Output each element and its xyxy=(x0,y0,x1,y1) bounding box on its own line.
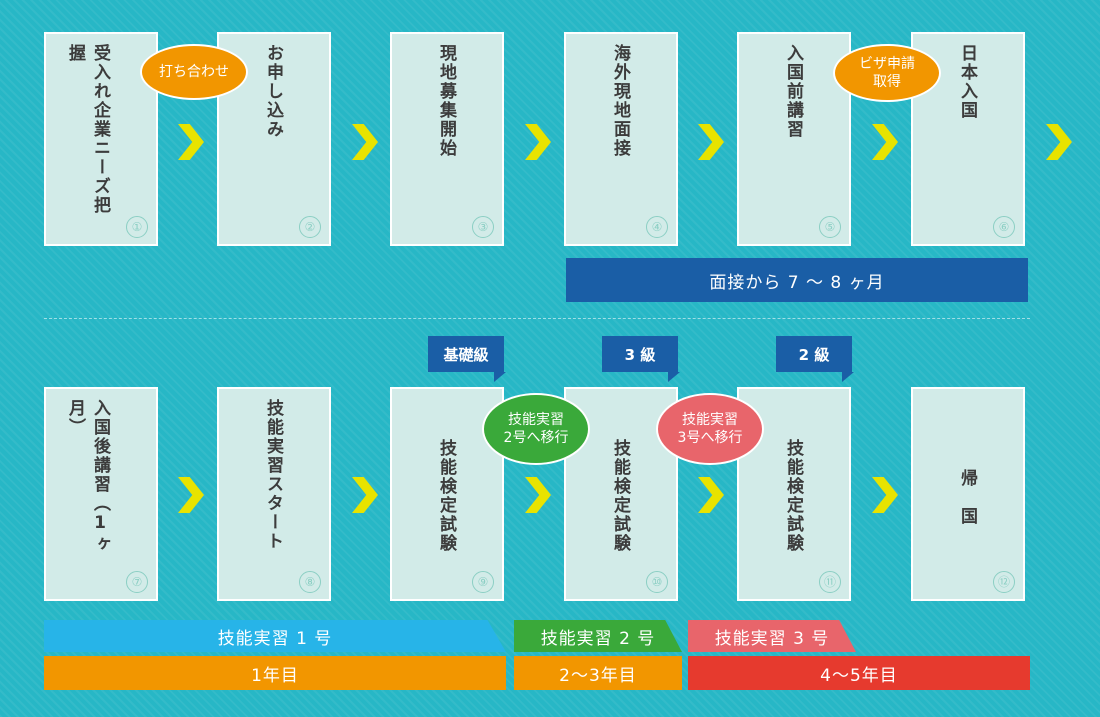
step-number: ④ xyxy=(646,216,668,238)
step-card-2: お申し込み ② xyxy=(217,32,331,246)
step-number: ⑦ xyxy=(126,571,148,593)
step-label: お申し込み xyxy=(263,44,283,139)
training-1-bar: 技能実習 1 号 xyxy=(44,620,506,652)
step-card-12: 帰 国 ⑫ xyxy=(911,387,1025,601)
level-badge-2: 2 級 xyxy=(776,336,854,382)
chevron-right-icon xyxy=(352,124,378,160)
step-number: ⑨ xyxy=(472,571,494,593)
chevron-right-icon xyxy=(872,124,898,160)
chevron-right-icon xyxy=(352,477,378,513)
step-card-8: 技能実習スタート ⑧ xyxy=(217,387,331,601)
step-label: 海外現地面接 xyxy=(610,44,630,158)
step-number: ① xyxy=(126,216,148,238)
step-number: ③ xyxy=(472,216,494,238)
step-number: ⑪ xyxy=(819,571,841,593)
chevron-right-icon xyxy=(525,477,551,513)
level-badge-3: 3 級 xyxy=(602,336,680,382)
step-label: 現地募集開始 xyxy=(436,44,456,158)
chevron-right-icon xyxy=(872,477,898,513)
meeting-bubble: 打ち合わせ xyxy=(140,44,248,100)
visa-bubble: ビザ申請 取得 xyxy=(833,44,941,102)
chevron-right-icon xyxy=(178,124,204,160)
chevron-right-icon xyxy=(1046,124,1072,160)
step-label: 入国前講習 xyxy=(783,44,803,139)
step-number: ⑩ xyxy=(646,571,668,593)
transition-to-2-bubble: 技能実習 2号へ移行 xyxy=(482,393,590,465)
step-label: 入国後講習（1ヶ月） xyxy=(65,399,110,554)
step-number: ⑤ xyxy=(819,216,841,238)
chevron-right-icon xyxy=(525,124,551,160)
interview-period-bar: 面接から 7 〜 8 ヶ月 xyxy=(566,258,1028,302)
step-number: ⑫ xyxy=(993,571,1015,593)
step-card-7: 入国後講習（1ヶ月） ⑦ xyxy=(44,387,158,601)
chevron-right-icon xyxy=(178,477,204,513)
step-label: 技能検定試験 xyxy=(436,439,456,553)
training-2-bar: 技能実習 2 号 xyxy=(514,620,682,652)
step-card-6: 日本入国 ⑥ xyxy=(911,32,1025,246)
step-number: ② xyxy=(299,216,321,238)
step-label: 技能実習スタート xyxy=(263,399,283,551)
section-divider xyxy=(44,318,1030,319)
chevron-right-icon xyxy=(698,477,724,513)
year-4-5-bar: 4〜5年目 xyxy=(688,656,1030,690)
step-label: 技能検定試験 xyxy=(783,439,803,553)
step-label: 帰 国 xyxy=(957,469,977,526)
step-number: ⑥ xyxy=(993,216,1015,238)
training-3-bar: 技能実習 3 号 xyxy=(688,620,856,652)
step-label: 技能検定試験 xyxy=(610,439,630,553)
step-card-3: 現地募集開始 ③ xyxy=(390,32,504,246)
step-card-4: 海外現地面接 ④ xyxy=(564,32,678,246)
transition-to-3-bubble: 技能実習 3号へ移行 xyxy=(656,393,764,465)
step-label: 受入れ企業ニーズ把握 xyxy=(65,44,110,215)
chevron-right-icon xyxy=(698,124,724,160)
level-badge-basic: 基礎級 xyxy=(428,336,506,382)
year-2-3-bar: 2〜3年目 xyxy=(514,656,682,690)
step-card-5: 入国前講習 ⑤ xyxy=(737,32,851,246)
step-number: ⑧ xyxy=(299,571,321,593)
step-label: 日本入国 xyxy=(957,44,977,120)
step-card-1: 受入れ企業ニーズ把握 ① xyxy=(44,32,158,246)
year-1-bar: 1年目 xyxy=(44,656,506,690)
